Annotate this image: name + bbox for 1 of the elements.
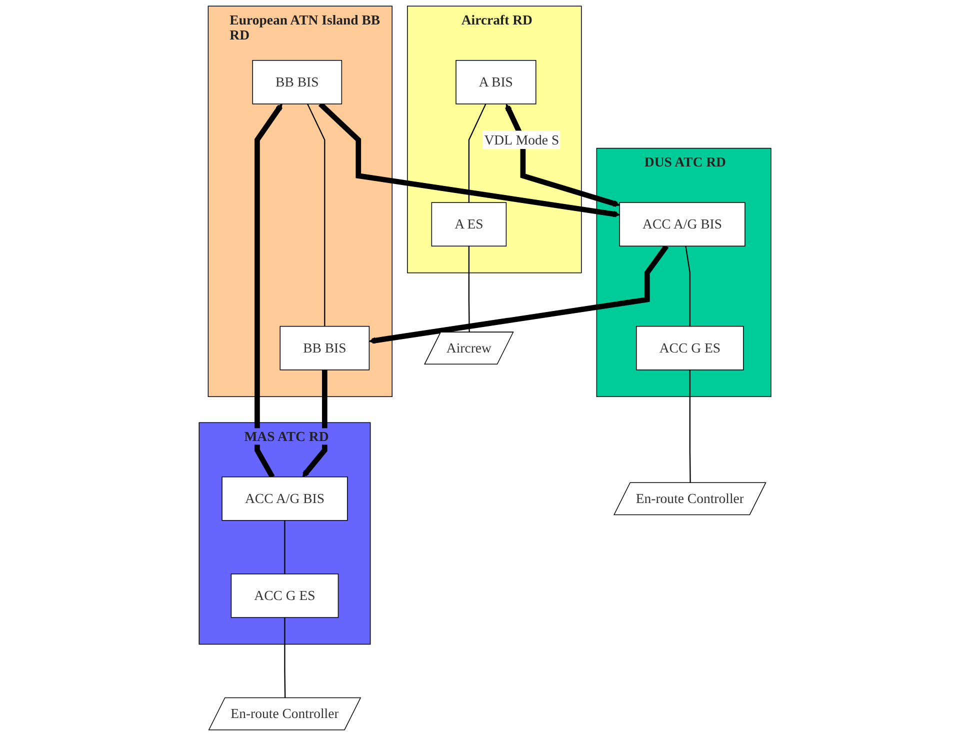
edge-label: VDL Mode S [484,132,560,148]
